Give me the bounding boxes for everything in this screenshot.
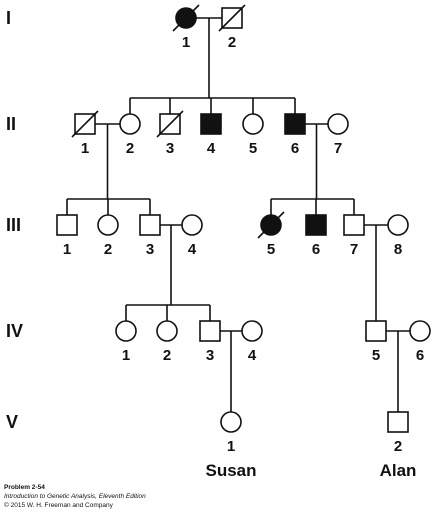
- individual-ii-4-number: 4: [207, 140, 216, 157]
- generation-label-V: V: [6, 412, 18, 432]
- individual-iv-4-female-symbol: [241, 320, 263, 342]
- individual-iv-3-number: 3: [206, 347, 214, 364]
- individual-ii-6-male-symbol: [284, 113, 306, 135]
- individual-ii-1-deceased-slash: [71, 110, 99, 138]
- individual-ii-2-number: 2: [126, 140, 134, 157]
- individual-v-2-name: Alan: [380, 461, 417, 480]
- individual-iii-4-number: 4: [188, 241, 197, 258]
- generation-label-IV: IV: [6, 321, 23, 341]
- individual-ii-5-number: 5: [249, 140, 257, 157]
- credit-book: Introduction to Genetic Analysis, Eleven…: [4, 493, 146, 500]
- individual-iii-8-number: 8: [394, 241, 402, 258]
- individual-i-1-deceased-slash: [172, 4, 200, 32]
- individual-iv-5-male-symbol: [365, 320, 387, 342]
- individual-ii-3-deceased-slash: [156, 110, 184, 138]
- individual-iii-3-number: 3: [146, 241, 154, 258]
- individual-iv-4-number: 4: [248, 347, 257, 364]
- individual-iii-1-number: 1: [63, 241, 71, 258]
- credit-problem: Problem 2-54: [4, 484, 45, 491]
- individual-v-2-male-symbol: [387, 411, 409, 433]
- individual-iv-3-male-symbol: [199, 320, 221, 342]
- individual-iv-5-number: 5: [372, 347, 380, 364]
- individual-iii-7-male-symbol: [343, 214, 365, 236]
- individual-iii-2-number: 2: [104, 241, 112, 258]
- individual-iii-7-number: 7: [350, 241, 358, 258]
- individual-i-2-deceased-slash: [218, 4, 246, 32]
- individual-iii-3-male-symbol: [139, 214, 161, 236]
- credit-copyright: © 2015 W. H. Freeman and Company: [4, 502, 113, 509]
- generation-label-III: III: [6, 215, 21, 235]
- individual-v-1-number: 1: [227, 438, 235, 455]
- generation-label-II: II: [6, 114, 16, 134]
- individual-iii-2-female-symbol: [97, 214, 119, 236]
- individual-v-1-female-symbol: [220, 411, 242, 433]
- individual-ii-7-number: 7: [334, 140, 342, 157]
- individual-iii-5-deceased-slash: [257, 211, 285, 239]
- individual-iii-5-number: 5: [267, 241, 275, 258]
- individual-v-1-name: Susan: [205, 461, 256, 480]
- individual-iv-6-number: 6: [416, 347, 424, 364]
- individual-i-1-number: 1: [182, 34, 190, 51]
- individual-ii-6-number: 6: [291, 140, 299, 157]
- individual-iv-2-female-symbol: [156, 320, 178, 342]
- individual-ii-2-female-symbol: [119, 113, 141, 135]
- individual-iv-1-number: 1: [122, 347, 130, 364]
- individual-iv-6-female-symbol: [409, 320, 431, 342]
- individual-iii-4-female-symbol: [181, 214, 203, 236]
- individual-ii-3-number: 3: [166, 140, 174, 157]
- individual-v-2-number: 2: [394, 438, 402, 455]
- individual-iii-6-number: 6: [312, 241, 320, 258]
- generation-label-I: I: [6, 8, 11, 28]
- individual-iii-8-female-symbol: [387, 214, 409, 236]
- individual-i-2-number: 2: [228, 34, 236, 51]
- individual-ii-7-female-symbol: [327, 113, 349, 135]
- individual-ii-1-number: 1: [81, 140, 89, 157]
- individual-ii-5-female-symbol: [242, 113, 264, 135]
- individual-iii-6-male-symbol: [305, 214, 327, 236]
- individual-iii-1-male-symbol: [56, 214, 78, 236]
- individual-iv-2-number: 2: [163, 347, 171, 364]
- individual-iv-1-female-symbol: [115, 320, 137, 342]
- individual-ii-4-male-symbol: [200, 113, 222, 135]
